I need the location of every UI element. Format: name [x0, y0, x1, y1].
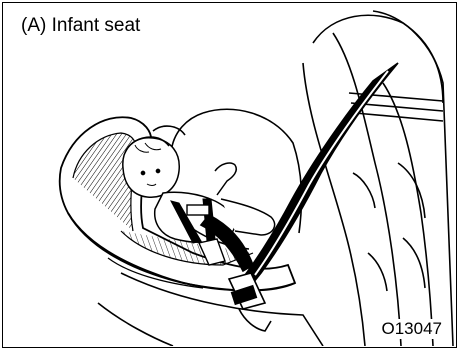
figure-caption: (A) Infant seat	[21, 15, 144, 37]
figure-frame: (A) Infant seat O13047	[2, 2, 457, 348]
carrier-handle	[153, 126, 185, 135]
figure-code: O13047	[378, 319, 443, 339]
infant-seat-illustration	[3, 3, 455, 346]
vehicle-seatback	[303, 11, 453, 346]
